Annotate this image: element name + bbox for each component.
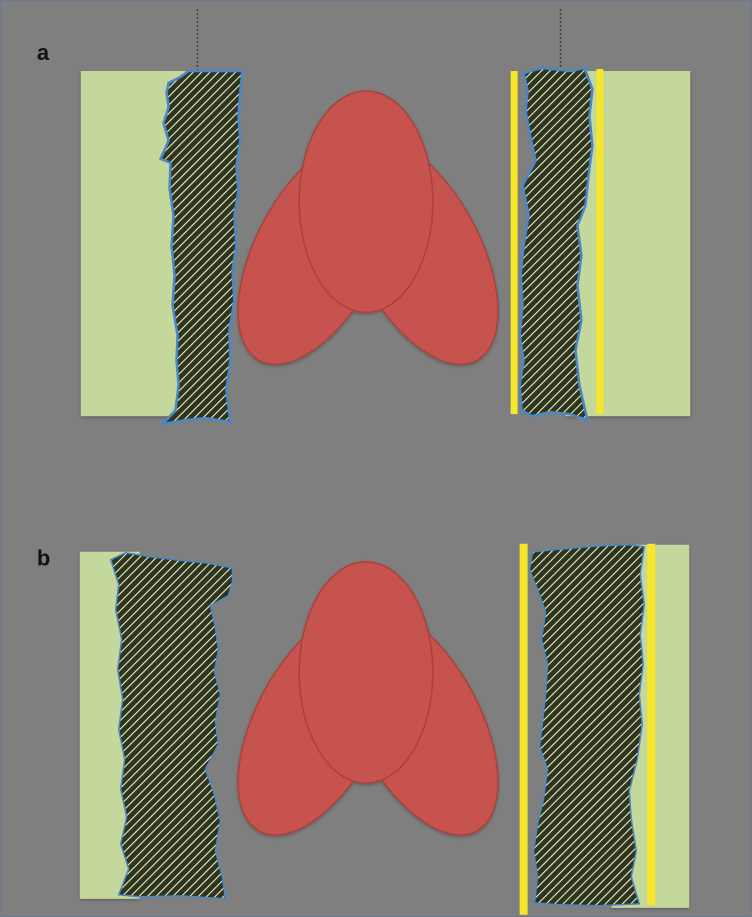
yellow-bar-outer (596, 69, 603, 414)
panel-b-label: b (37, 546, 50, 571)
red-lobe-center (299, 562, 433, 783)
red-lobe-center (299, 91, 433, 312)
panel-a-label: a (37, 40, 50, 65)
yellow-bar-inner (511, 71, 518, 414)
yellow-bar-inner (520, 544, 528, 915)
right-hatched-region (530, 545, 645, 906)
yellow-bar-outer (647, 544, 655, 905)
